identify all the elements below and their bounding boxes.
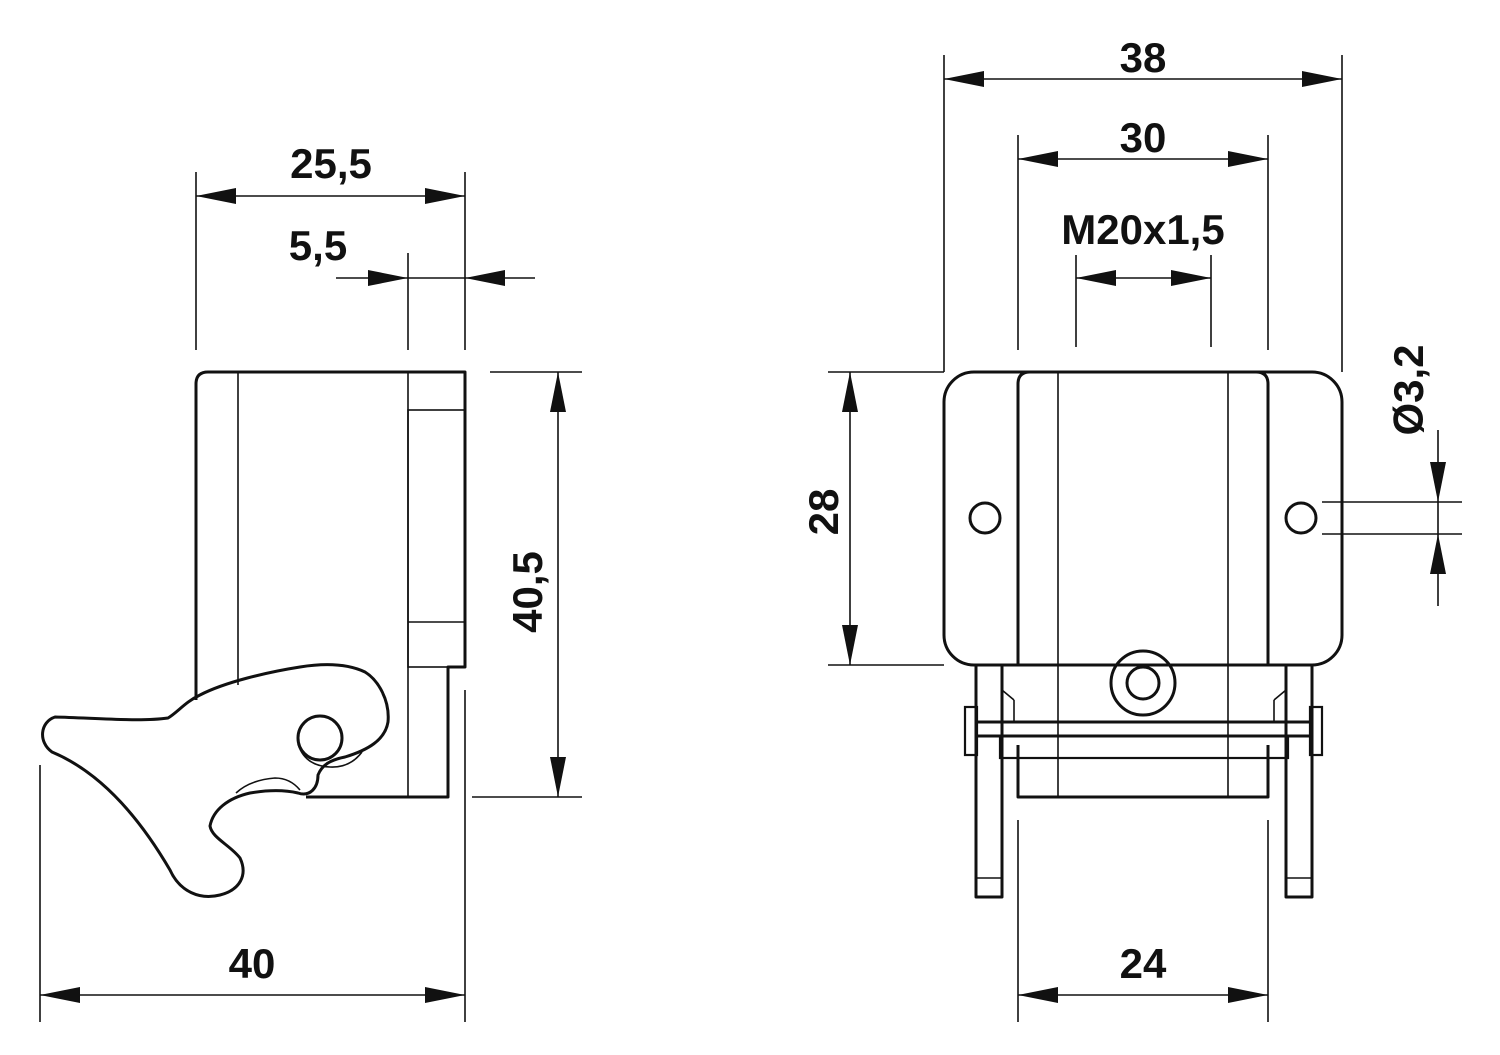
locking-bracket-frame [998, 734, 1290, 760]
dim-label-thread: M20x1,5 [1061, 206, 1224, 253]
bracket-clip-right [1308, 705, 1324, 757]
dim-label-side-width: 25,5 [290, 140, 372, 187]
dim-label-base-width: 24 [1120, 940, 1167, 987]
dim-label-front-height: 28 [800, 489, 847, 536]
dim-label-side-height: 40,5 [504, 551, 551, 633]
mounting-hole-right [1284, 501, 1318, 535]
locking-lever [41, 663, 390, 898]
front-flange-plate [942, 370, 1344, 667]
dim-label-diameter: Ø3,2 [1385, 344, 1432, 435]
lever-hook-line [235, 777, 301, 794]
front-housing-bottom [1016, 745, 1270, 799]
locking-bracket-top [974, 720, 1314, 738]
mounting-hole-left [968, 501, 1002, 535]
center-boss-outer [1109, 649, 1177, 717]
leg-right-link [1273, 689, 1287, 701]
lever-leg-left [974, 663, 1004, 899]
lever-leg-right [1284, 663, 1314, 899]
dim-label-hole-spacing: 30 [1120, 114, 1167, 161]
lever-pivot-arc [297, 743, 363, 768]
leg-left-link [1001, 689, 1015, 701]
front-view: 38 30 M20x1,5 Ø3,2 28 24 [800, 34, 1462, 1022]
lever-pivot-circle [296, 714, 344, 762]
front-housing [1016, 370, 1270, 665]
dim-label-lever-width: 40 [229, 940, 276, 987]
side-housing-outline [194, 370, 467, 799]
center-boss-inner [1125, 665, 1161, 701]
side-view: 25,5 5,5 40,5 40 [39, 140, 582, 1022]
side-flange [407, 409, 466, 668]
dim-label-front-width: 38 [1120, 34, 1167, 81]
dim-label-flange-offset: 5,5 [289, 222, 347, 269]
